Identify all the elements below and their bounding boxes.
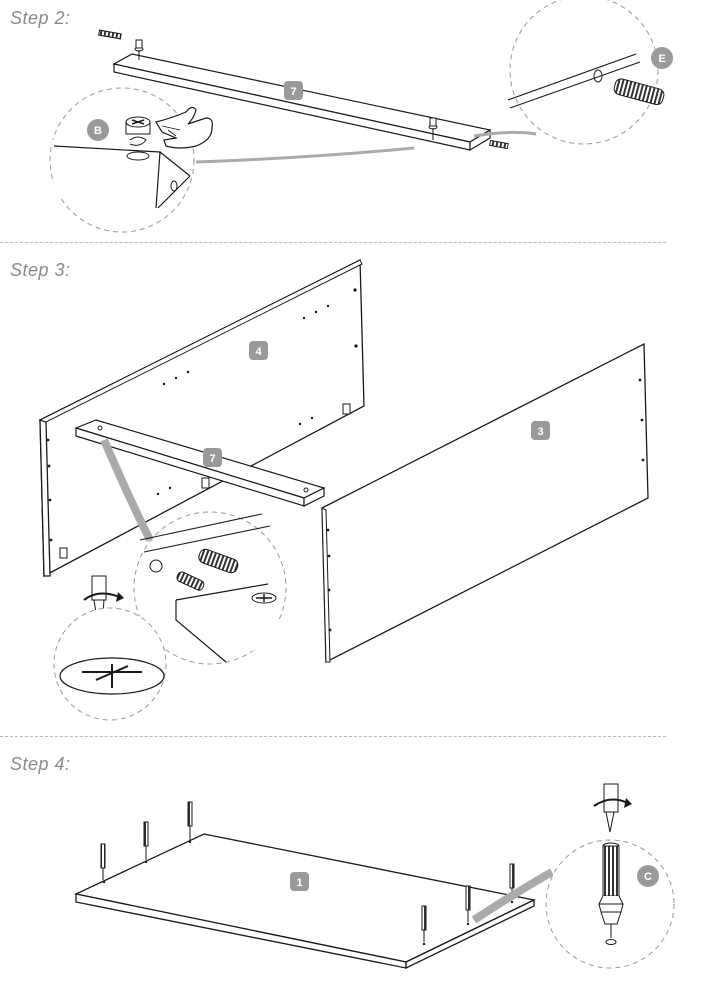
step-2-label: Step 2: [10,8,71,28]
dowel-detail [507,0,665,145]
cam-lock-detail [49,87,213,233]
svg-text:1: 1 [296,877,302,889]
step-3-label: Step 3: [10,260,71,280]
badge-base: 1 [290,872,309,891]
base-panel [73,833,537,970]
svg-text:7: 7 [209,453,215,465]
svg-text:B: B [94,125,102,137]
callout-line-step3 [100,438,154,542]
badge-connector-bolt: C [637,865,659,887]
badge-shelf-step2: 7 [284,81,303,100]
badge-side-right: 3 [531,421,550,440]
callout-line [195,146,415,164]
connector-bolts [100,801,515,942]
badge-shelf-step3: 7 [203,448,222,467]
callout-line-step4 [471,868,554,924]
badge-cam-lock: B [87,119,109,141]
svg-text:C: C [644,871,652,883]
step-separator-1 [0,242,666,243]
svg-text:E: E [658,53,665,65]
step-separator-2 [0,736,666,737]
side-panel-right [321,342,649,664]
svg-text:7: 7 [290,86,296,98]
side-panel-left [38,258,365,578]
step-4-label: Step 4: [10,754,71,774]
cam-tighten-detail [53,607,167,721]
svg-text:3: 3 [537,426,543,438]
shelf-panel-step3 [74,419,326,507]
callout-line-dowel [473,130,537,138]
svg-text:4: 4 [255,346,262,358]
badge-side-left: 4 [249,341,268,360]
badge-dowel: E [651,47,673,69]
dowel-insert-detail [133,511,287,665]
